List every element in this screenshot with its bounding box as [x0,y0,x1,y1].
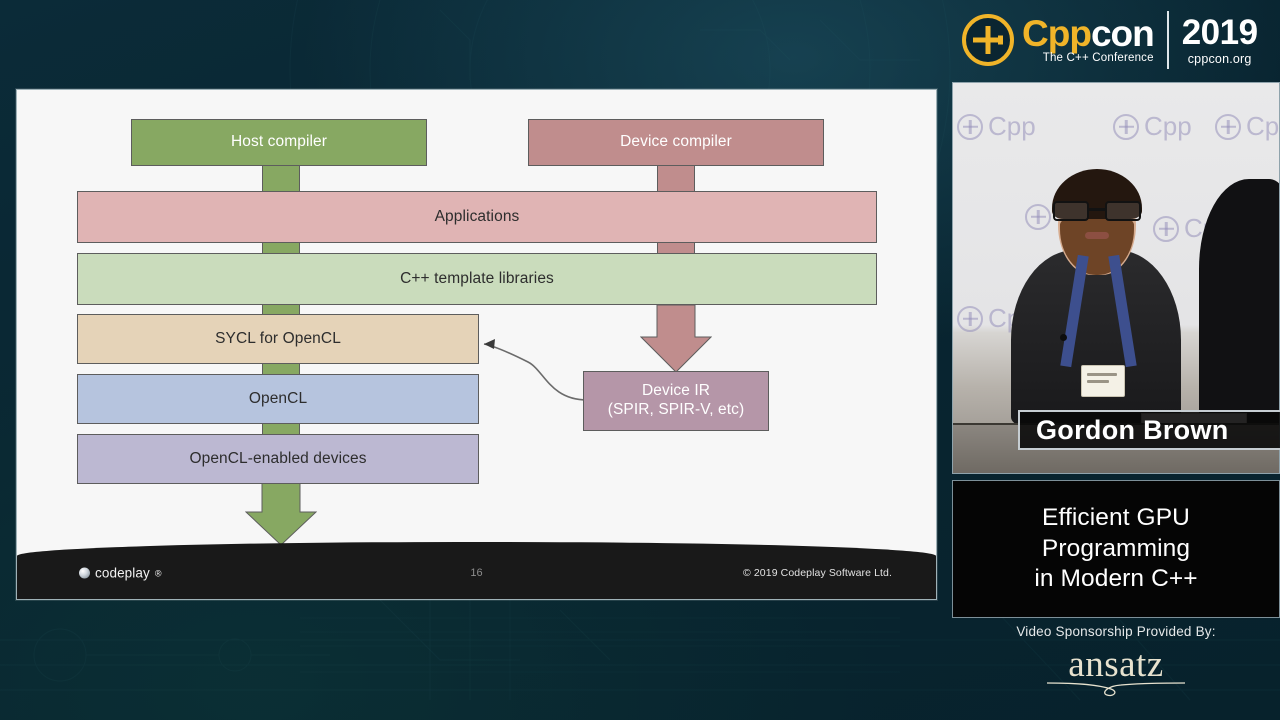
device-ir-to-sycl-arrow-icon [483,339,588,401]
slide-panel[interactable]: Host compiler Device compiler Applicatio… [16,89,937,600]
speaker-glasses [1053,201,1141,221]
device-output-arrow-icon [640,305,712,373]
speaker-name: Gordon Brown [1036,414,1229,445]
cppcon-wordmark: Cppcon The C++ Conference [1022,12,1155,65]
speaker-conference-badge [1081,365,1125,397]
diagram-box-opencl[interactable]: OpenCL [77,374,479,424]
vertical-divider-icon [1166,11,1169,69]
diagram-box-device-compiler[interactable]: Device compiler [528,119,824,166]
speaker-torso [1011,250,1181,425]
diagram-box-opencl-enabled-devices[interactable]: OpenCL-enabled devices [77,434,479,484]
sponsor-block: Video Sponsorship Provided By: ansatz [952,624,1280,716]
speaker-lapel-mic-icon [1060,334,1067,341]
slide-footer: codeplay ® 16 © 2019 Codeplay Software L… [17,542,936,599]
slide-page-number: 16 [470,567,483,579]
diagram-box-cpp-template-libraries[interactable]: C++ template libraries [77,253,877,305]
connector-host-5 [262,423,300,435]
backdrop-cppcon-logo: Cpp [1113,111,1192,142]
diagram-box-device-ir[interactable]: Device IR (SPIR, SPIR-V, etc) [583,371,769,431]
codeplay-sphere-icon [79,567,90,579]
cppcon-brand-con: con [1090,12,1155,54]
diagram-box-label: OpenCL-enabled devices [189,449,367,467]
talk-title-card: Efficient GPU Programming in Modern C++ [952,480,1280,618]
backdrop-logo-text: Cpp [1246,111,1280,141]
connector-host-1 [262,166,300,192]
connector-host-4 [262,363,300,375]
speaker-name-plate: Gordon Brown [1018,410,1280,450]
talk-title-line-3: in Modern C++ [1034,565,1198,593]
cppcon-header-logo: Cppcon The C++ Conference 2019 cppcon.or… [952,4,1276,76]
codeplay-logo: codeplay ® [79,566,161,581]
speaker-video-panel[interactable]: Cpp Cpp Cpp Cpp Cpp Cpp [952,82,1280,474]
diagram-box-label-line2: (SPIR, SPIR-V, etc) [607,401,745,418]
backdrop-cppcon-logo: Cpp [1215,111,1280,142]
backdrop-cppcon-logo: Cpp [957,111,1036,142]
cppcon-plus-icon [1153,215,1179,242]
slide-copyright: © 2019 Codeplay Software Ltd. [743,567,892,579]
video-stage: Cpp Cpp Cpp Cpp Cpp Cpp [953,83,1279,473]
cppcon-tagline: The C++ Conference [1042,52,1154,65]
diagram-box-applications[interactable]: Applications [77,191,877,243]
ansatz-flourish-icon [1046,682,1186,697]
connector-host-2 [262,242,300,254]
sponsor-label: Video Sponsorship Provided By: [1016,624,1216,639]
cppcon-plus-icon [1215,113,1241,140]
cppcon-plus-icon [957,113,983,140]
codeplay-trademark: ® [154,568,162,578]
cppcon-plus-icon [1025,203,1051,230]
cppcon-url: cppcon.org [1187,51,1252,66]
cppcon-brand-cpp: Cpp [1022,12,1092,54]
diagram-box-label: SYCL for OpenCL [215,329,341,347]
cppcon-plus-icon [957,305,983,332]
diagram-box-label: Host compiler [230,133,328,151]
diagram-box-label-line1: Device IR [641,382,711,400]
cppcon-brand-title: Cppcon [1022,12,1155,54]
talk-title-line-2: Programming [1041,534,1191,562]
diagram-box-sycl-for-opencl[interactable]: SYCL for OpenCL [77,314,479,364]
diagram-box-label: C++ template libraries [400,269,554,287]
speaker-figure [1011,125,1181,425]
speaker-mouth [1085,232,1109,239]
backdrop-logo-text: Cpp [1144,111,1192,141]
diagram-box-label: OpenCL [248,389,308,407]
cppcon-year: 2019 [1181,12,1258,52]
slide-footer-inner: codeplay ® 16 © 2019 Codeplay Software L… [17,556,936,590]
connector-device-2 [657,242,695,254]
talk-title: Efficient GPU Programming in Modern C++ [1034,503,1197,595]
codeplay-logo-text: codeplay [95,565,150,581]
diagram-box-label: Device compiler [620,133,732,151]
diagram-box-host-compiler[interactable]: Host compiler [131,119,427,166]
background-person-silhouette [1199,179,1279,429]
cppcon-plus-icon [1113,113,1139,140]
sponsor-logo-text: ansatz [1068,644,1164,685]
host-output-arrow-icon [245,482,317,546]
backdrop-logo-text: Cpp [988,111,1036,141]
connector-host-3 [262,304,300,315]
diagram-box-label: Applications [434,207,520,225]
slide-canvas: Host compiler Device compiler Applicatio… [17,90,936,599]
talk-title-line-1: Efficient GPU [1042,504,1190,532]
cppcon-year-block: 2019 cppcon.org [1182,15,1258,66]
connector-device-1 [657,166,695,192]
cppcon-plus-icon [962,14,1014,66]
